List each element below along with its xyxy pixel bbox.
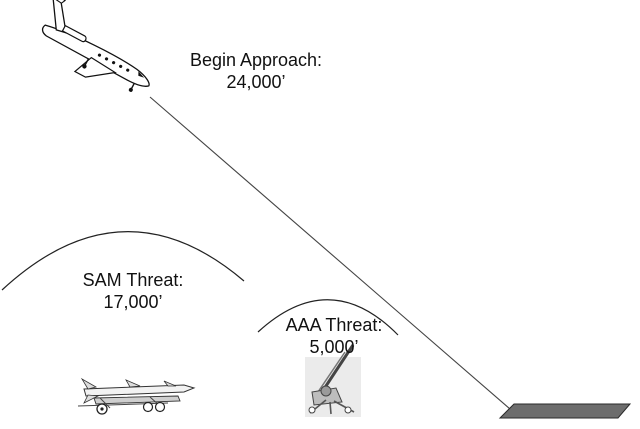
runway-strip (498, 403, 632, 419)
begin-approach-title: Begin Approach: (189, 50, 323, 70)
aaa-threat-title: AAA Threat: (285, 315, 383, 335)
business-jet-icon (41, 0, 150, 92)
aaa-threat-label: AAA Threat: 5,000’ (248, 314, 420, 358)
aaa-threat-altitude: 5,000’ (309, 337, 359, 357)
sam-threat-arc (1, 231, 245, 291)
begin-approach-altitude: 24,000’ (226, 72, 286, 92)
sam-launcher-icon (77, 377, 196, 415)
sam-threat-altitude: 17,000’ (103, 292, 163, 312)
sam-threat-title: SAM Threat: (82, 270, 184, 290)
anti-aircraft-gun-icon (305, 344, 361, 417)
aaa-threat-arc (257, 299, 399, 336)
begin-approach-label: Begin Approach: 24,000’ (168, 49, 344, 93)
approach-path-line (149, 96, 511, 410)
sam-threat-label: SAM Threat: 17,000’ (48, 269, 218, 313)
